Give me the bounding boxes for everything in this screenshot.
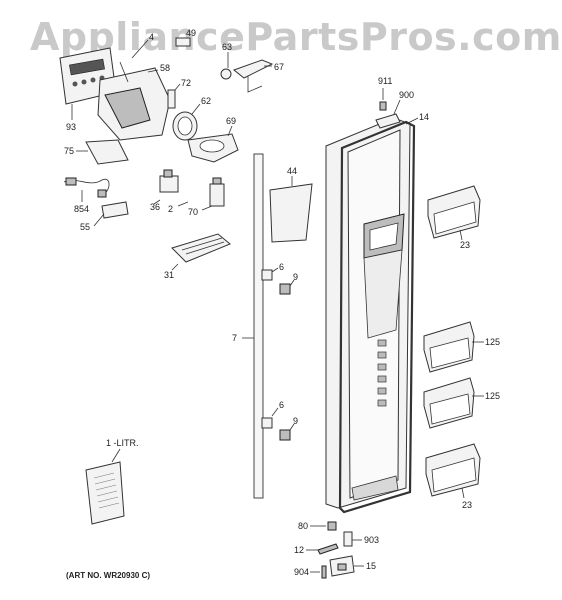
part-31-drip-tray xyxy=(171,233,231,263)
label-36: 36 xyxy=(150,202,160,212)
door-bin-23-upper xyxy=(427,185,481,239)
label-75: 75 xyxy=(64,146,74,156)
label-12: 12 xyxy=(294,545,304,555)
art-number: (ART NO. WR20930 C) xyxy=(66,571,150,580)
label-854: 854 xyxy=(74,204,89,214)
label-125b: 125 xyxy=(485,391,500,401)
leader-36 xyxy=(153,199,161,205)
watermark-text: AppliancePartsPros.com xyxy=(30,15,562,59)
part-903 xyxy=(343,531,353,547)
leader-4a xyxy=(131,39,149,59)
label-7: 7 xyxy=(232,333,237,343)
label-44: 44 xyxy=(287,166,297,176)
label-911: 911 xyxy=(378,76,392,86)
label-49: 49 xyxy=(186,28,196,38)
leader-14 xyxy=(405,117,419,125)
label-58: 58 xyxy=(160,63,170,73)
label-2: 2 xyxy=(168,204,173,214)
part-900-cap xyxy=(375,113,401,129)
label-6a: 6 xyxy=(279,262,284,272)
part-72 xyxy=(167,89,176,109)
label-23a: 23 xyxy=(460,240,470,250)
label-69: 69 xyxy=(226,116,236,126)
part-75 xyxy=(85,139,129,165)
label-903: 903 xyxy=(364,535,379,545)
part-15-hinge xyxy=(329,555,355,577)
leader-72 xyxy=(174,83,181,91)
label-31: 31 xyxy=(164,270,174,280)
label-900: 900 xyxy=(399,90,414,100)
part-2-screw xyxy=(177,201,189,207)
door-bin-125-lower xyxy=(423,377,475,429)
part-12 xyxy=(317,543,339,555)
label-14: 14 xyxy=(419,112,429,122)
label-23b: 23 xyxy=(462,500,472,510)
leader-62 xyxy=(191,103,201,115)
freezer-door xyxy=(325,117,416,514)
fitting-6-lower xyxy=(261,417,273,429)
label-63: 63 xyxy=(222,42,232,52)
label-55: 55 xyxy=(80,222,90,232)
auger-bracket xyxy=(220,59,274,93)
part-7-tube xyxy=(253,153,264,499)
label-125a: 125 xyxy=(485,337,500,347)
leader-900 xyxy=(393,99,401,115)
fitting-9-lower xyxy=(279,429,291,441)
dispenser-housing xyxy=(97,61,171,141)
label-70: 70 xyxy=(188,207,198,217)
label-904: 904 xyxy=(294,567,309,577)
leader-55 xyxy=(93,213,105,227)
part-49 xyxy=(175,37,191,47)
part-44-cover xyxy=(269,183,313,243)
wire-harness xyxy=(63,177,110,198)
label-9b: 9 xyxy=(293,416,298,426)
part-36-switch xyxy=(159,169,179,193)
door-bin-125-upper xyxy=(423,321,475,373)
leader-70 xyxy=(201,205,213,211)
label-93: 93 xyxy=(66,122,76,132)
label-67: 67 xyxy=(274,62,284,72)
leader-23a xyxy=(459,229,463,241)
owner-manual xyxy=(85,461,125,525)
label-72: 72 xyxy=(181,78,191,88)
part-69-funnel xyxy=(187,133,239,163)
part-80-bushing xyxy=(327,521,337,531)
part-70 xyxy=(209,183,225,207)
label-4a: 4 xyxy=(149,32,154,42)
leader-31 xyxy=(171,263,179,271)
fitting-9-upper xyxy=(279,283,291,295)
label-15: 15 xyxy=(366,561,376,571)
fitting-6-upper xyxy=(261,269,273,281)
leader-23b xyxy=(461,487,465,499)
label-9a: 9 xyxy=(293,272,298,282)
part-911-screw xyxy=(379,101,387,111)
leader-58 xyxy=(147,69,159,73)
label-6b: 6 xyxy=(279,400,284,410)
label-80: 80 xyxy=(298,521,308,531)
manual-label: 1 -LITR. xyxy=(106,438,139,448)
part-904-screw xyxy=(321,565,327,579)
door-bin-23-lower xyxy=(425,443,481,497)
label-62: 62 xyxy=(201,96,211,106)
part-55-board xyxy=(101,201,129,219)
leader-69 xyxy=(227,125,233,137)
